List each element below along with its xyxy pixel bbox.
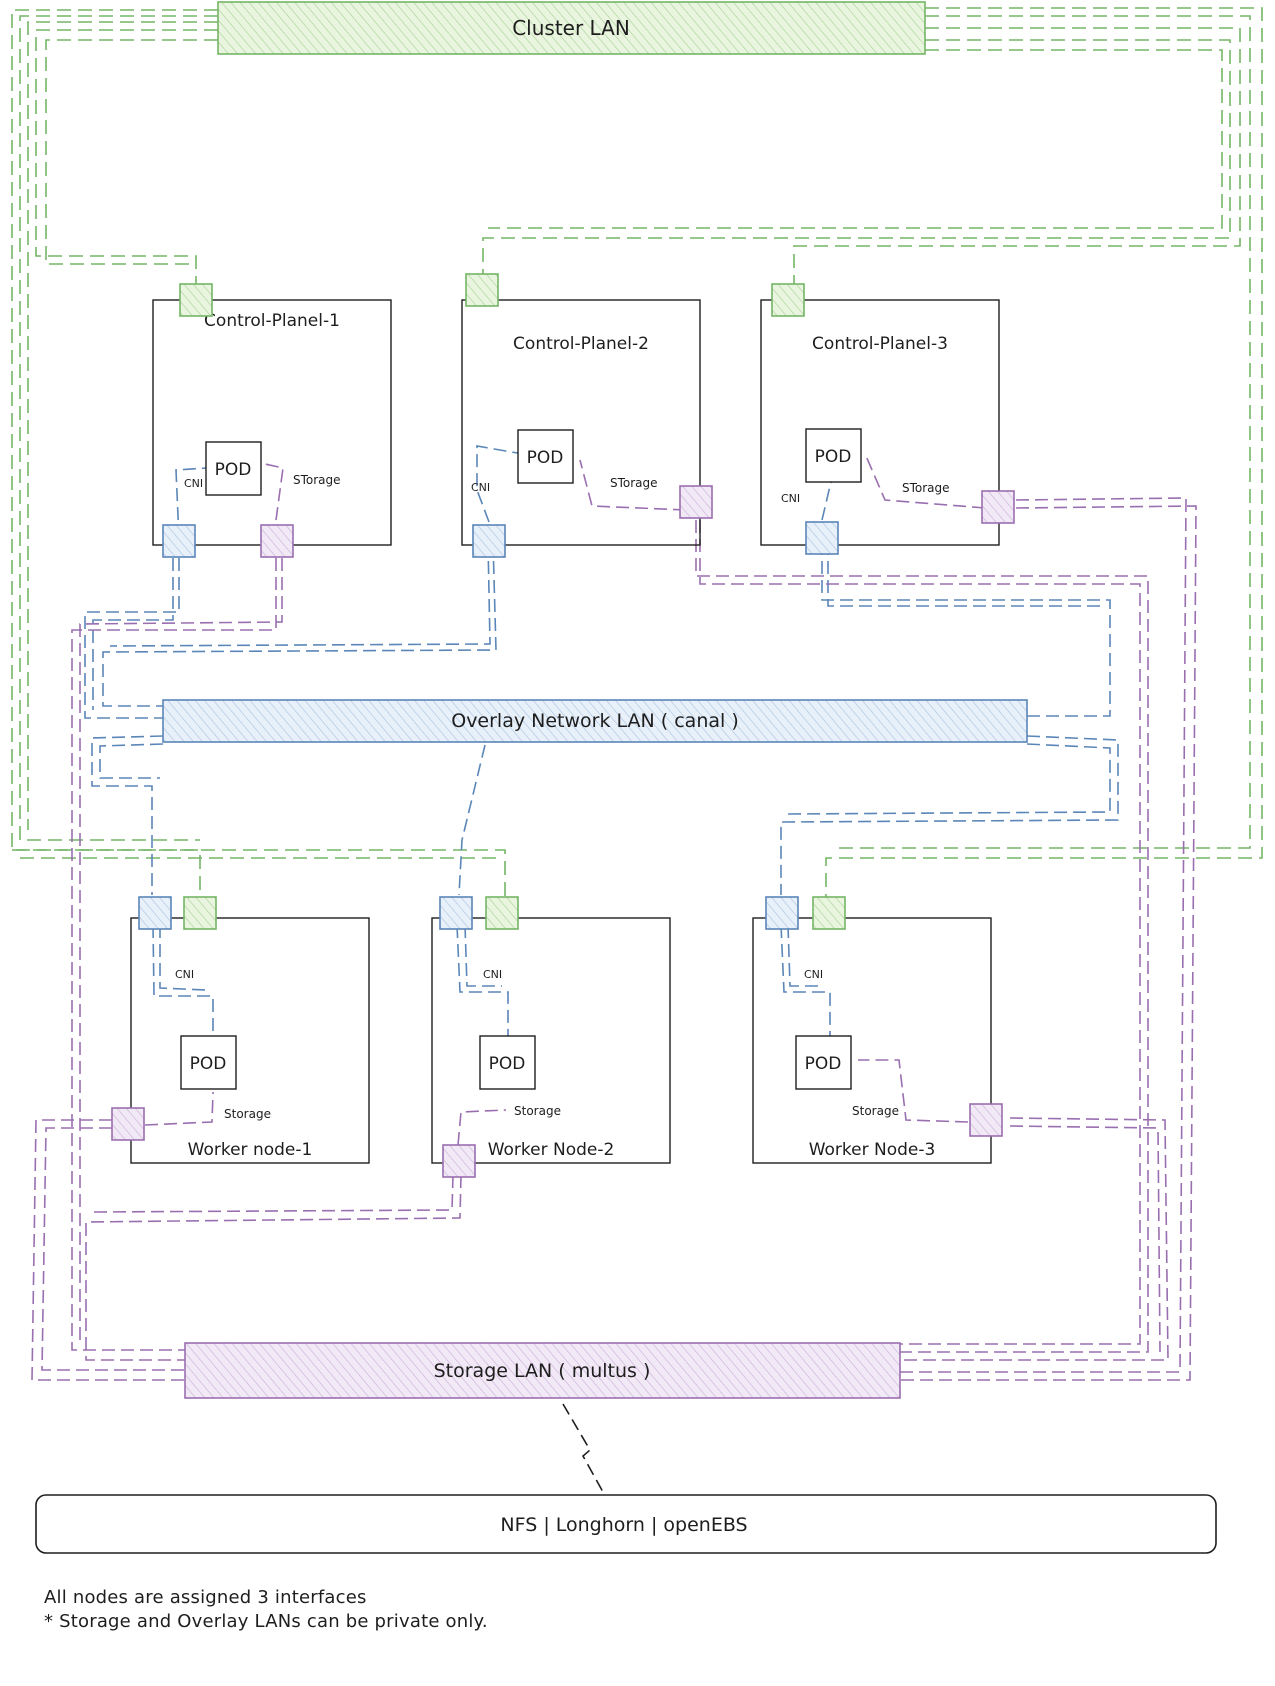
cni-label: CNI	[483, 968, 502, 981]
pod-label: POD	[805, 1054, 842, 1074]
storage-interface-icon	[679, 485, 713, 519]
storage-label: STorage	[902, 481, 950, 495]
storage-lan-links	[31, 455, 1197, 1381]
worker-node: Worker Node-3 POD CNI Storage	[752, 896, 1003, 1164]
control-plane-node: Control-Planel-1 POD CNI STorage	[152, 283, 392, 558]
pod-box	[180, 1035, 237, 1090]
cluster-lan-bar: Cluster LAN	[217, 1, 926, 55]
note-private-lans: * Storage and Overlay LANs can be privat…	[44, 1611, 488, 1632]
node-title: Worker node-1	[188, 1140, 313, 1160]
storage-interface-icon	[260, 524, 294, 558]
worker-node: Worker Node-2 POD CNI Storage	[431, 896, 671, 1178]
storage-lan-bar: Storage LAN ( multus )	[184, 1342, 901, 1399]
pod-label: POD	[190, 1054, 227, 1074]
overlay-interface-icon	[162, 524, 196, 558]
control-plane-node: Control-Planel-2 POD CNI STorage	[461, 273, 713, 558]
cni-label: CNI	[471, 481, 490, 494]
overlay-interface-icon	[472, 524, 506, 558]
cni-label: CNI	[804, 968, 823, 981]
node-title: Worker Node-2	[488, 1140, 615, 1160]
pod-box	[805, 428, 862, 483]
cni-label: CNI	[175, 968, 194, 981]
overlay-lan-label: Overlay Network LAN ( canal )	[451, 710, 739, 732]
worker-node: Worker node-1 POD CNI Storage	[111, 896, 370, 1164]
node-title: Worker Node-3	[809, 1140, 936, 1160]
node-title: Control-Planel-2	[513, 334, 649, 354]
cluster-interface-icon	[183, 896, 217, 930]
pod-box	[205, 441, 262, 496]
pod-label: POD	[489, 1054, 526, 1074]
cluster-lan-label: Cluster LAN	[512, 16, 630, 40]
overlay-interface-icon	[765, 896, 799, 930]
storage-interface-icon	[981, 490, 1015, 524]
overlay-interface-icon	[138, 896, 172, 930]
control-plane-node: Control-Planel-3 POD CNI STorage	[760, 283, 1015, 555]
storage-interface-icon	[111, 1107, 145, 1141]
overlay-lan-bar: Overlay Network LAN ( canal )	[162, 699, 1028, 743]
overlay-lan-links	[84, 445, 1119, 1040]
note-interfaces: All nodes are assigned 3 interfaces	[44, 1587, 367, 1608]
overlay-interface-icon	[439, 896, 473, 930]
cluster-interface-icon	[179, 283, 213, 317]
pod-label: POD	[815, 447, 852, 467]
node-title: Control-Planel-1	[204, 311, 340, 331]
storage-interface-icon	[969, 1103, 1003, 1137]
cni-label: CNI	[781, 492, 800, 505]
cluster-interface-icon	[465, 273, 499, 307]
cluster-interface-icon	[485, 896, 519, 930]
cni-label: CNI	[184, 477, 203, 490]
storage-label: Storage	[852, 1104, 899, 1118]
storage-backend-box: NFS | Longhorn | openEBS	[35, 1494, 1217, 1554]
overlay-interface-icon	[805, 521, 839, 555]
cluster-lan-links	[11, 7, 1263, 912]
storage-label: STorage	[293, 473, 341, 487]
storage-interface-icon	[442, 1144, 476, 1178]
storage-backend-label: NFS | Longhorn | openEBS	[500, 1514, 747, 1536]
cluster-interface-icon	[812, 896, 846, 930]
pod-label: POD	[215, 460, 252, 480]
pod-label: POD	[527, 448, 564, 468]
storage-lan-label: Storage LAN ( multus )	[434, 1360, 651, 1382]
storage-label: Storage	[514, 1104, 561, 1118]
storage-label: STorage	[610, 476, 658, 490]
storage-backend-link	[562, 1403, 604, 1493]
node-title: Control-Planel-3	[812, 334, 948, 354]
pod-box	[795, 1035, 852, 1090]
cluster-interface-icon	[771, 283, 805, 317]
pod-box	[517, 429, 574, 484]
storage-label: Storage	[224, 1107, 271, 1121]
pod-box	[479, 1035, 536, 1090]
